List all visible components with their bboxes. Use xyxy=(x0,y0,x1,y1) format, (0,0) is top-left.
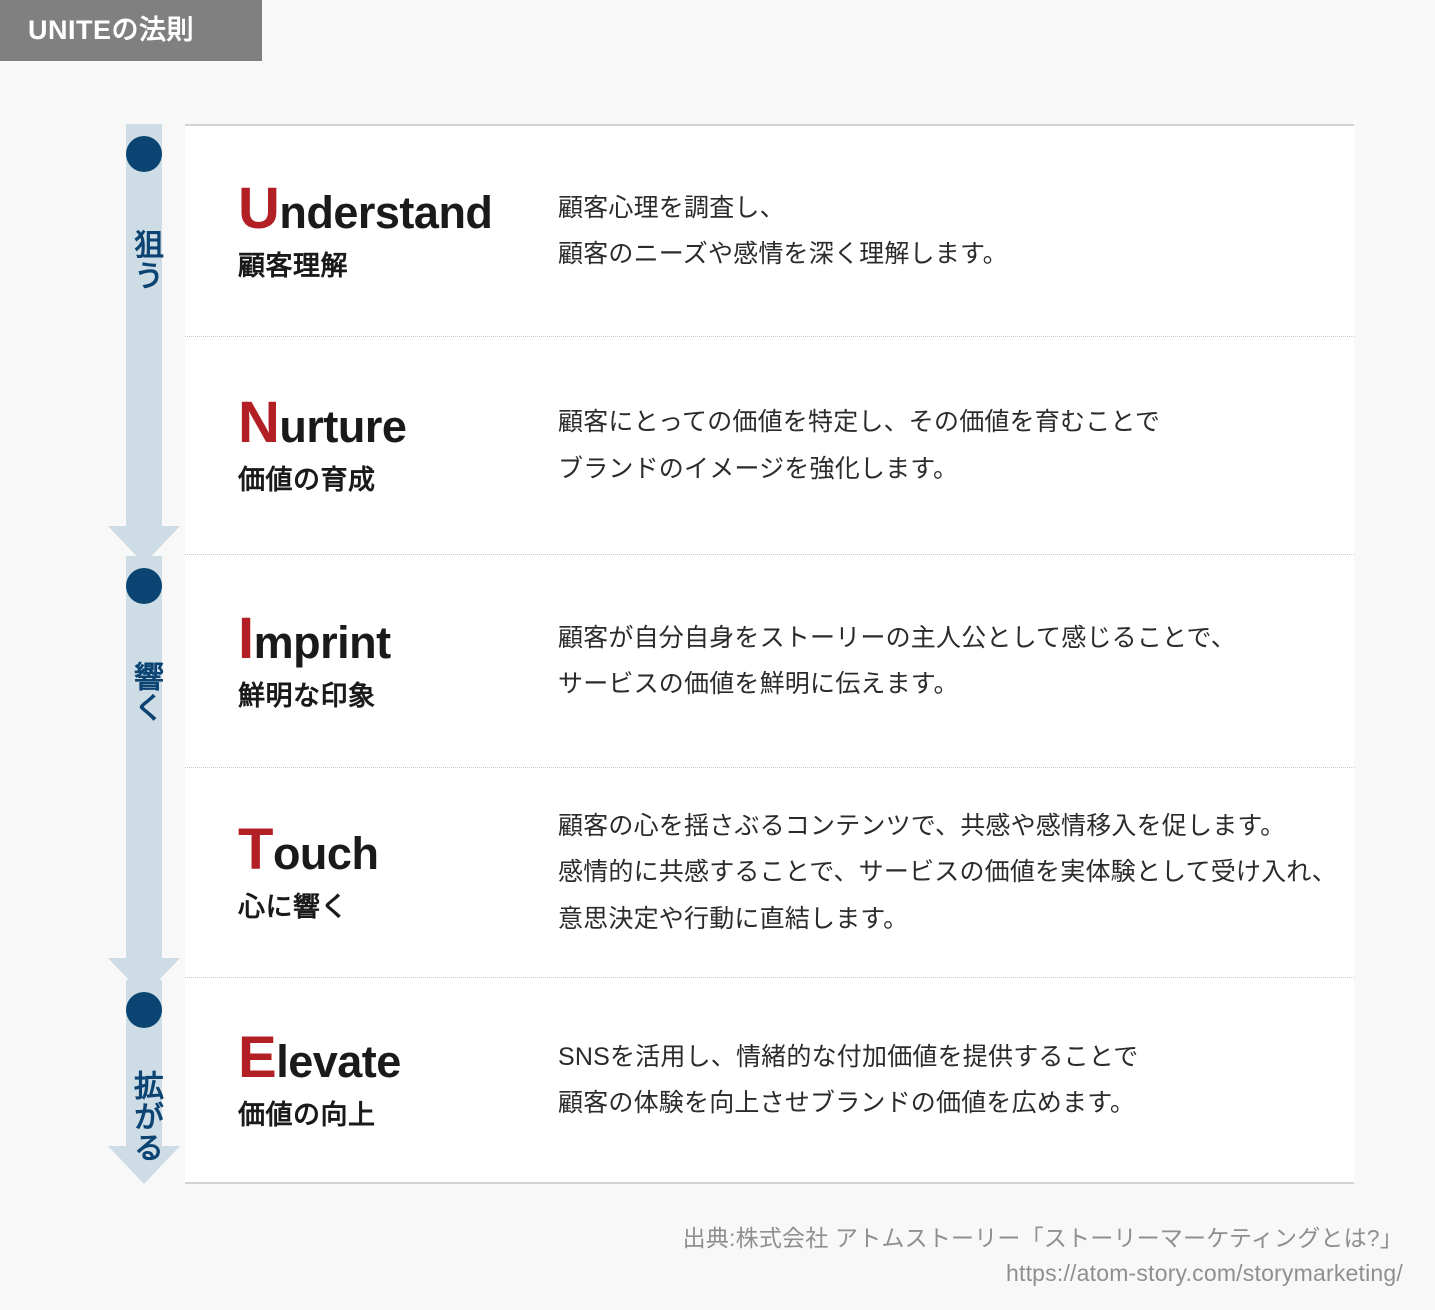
principle-term-rest: mprint xyxy=(253,616,392,668)
principle-term: Nurture 価値の育成 xyxy=(238,394,553,497)
description-line: 顧客心理を調査し、 xyxy=(558,193,785,222)
principle-initial-letter: E xyxy=(238,1024,277,1090)
principle-term-rest: nderstand xyxy=(279,186,493,238)
principle-term-ja: 価値の向上 xyxy=(238,1099,376,1130)
description-line: 感情的に共感することで、サービスの価値を実体験として受け入れ、 xyxy=(558,858,1337,887)
circle-marker-icon xyxy=(126,136,162,172)
principle-term-ja: 鮮明な印象 xyxy=(238,680,376,711)
principles-card: Understand 顧客理解 顧客心理を調査し、 顧客のニーズや感情を深く理解… xyxy=(185,124,1354,1184)
principle-term: Imprint 鮮明な印象 xyxy=(238,609,553,713)
principle-initial-letter: I xyxy=(238,605,254,671)
principle-row: Elevate 価値の向上 SNSを活用し、情緒的な付加価値を提供することで 顧… xyxy=(185,978,1354,1182)
principle-term-en: Imprint xyxy=(238,609,553,668)
description-line: ブランドのイメージを強化します。 xyxy=(558,454,959,483)
principle-term-en: Nurture xyxy=(238,394,553,452)
principle-description: 顧客の心を揺さぶるコンテンツで、共感や感情移入を促します。 感情的に共感すること… xyxy=(553,803,1354,942)
principle-row: Touch 心に響く 顧客の心を揺さぶるコンテンツで、共感や感情移入を促します。… xyxy=(185,768,1354,978)
arrow-shaft xyxy=(126,124,162,526)
principle-term: Understand 顧客理解 xyxy=(238,179,553,283)
principle-term-ja: 価値の育成 xyxy=(238,465,376,495)
principle-initial-letter: T xyxy=(238,817,273,882)
description-line: 顧客の心を揺さぶるコンテンツで、共感や感情移入を促します。 xyxy=(558,812,1286,841)
description-line: 顧客が自分自身をストーリーの主人公として感じることで、 xyxy=(558,623,1236,652)
principle-description: 顧客にとっての価値を特定し、その価値を育むことで ブランドのイメージを強化します… xyxy=(553,399,1354,492)
principle-description: 顧客が自分自身をストーリーの主人公として感じることで、 サービスの価値を鮮明に伝… xyxy=(553,615,1354,708)
circle-marker-icon xyxy=(126,992,162,1028)
principle-description: 顧客心理を調査し、 顧客のニーズや感情を深く理解します。 xyxy=(553,185,1354,278)
principle-row: Imprint 鮮明な印象 顧客が自分自身をストーリーの主人公として感じることで… xyxy=(185,555,1354,768)
principle-row: Understand 顧客理解 顧客心理を調査し、 顧客のニーズや感情を深く理解… xyxy=(185,126,1354,337)
description-line: 顧客の体験を向上させブランドの価値を広めます。 xyxy=(558,1089,1136,1117)
principle-row: Nurture 価値の育成 顧客にとっての価値を特定し、その価値を育むことで ブ… xyxy=(185,337,1354,555)
page-title: UNITEの法則 xyxy=(28,15,194,45)
principle-initial-letter: N xyxy=(238,390,280,455)
stage-arrow-2: 響く xyxy=(108,556,180,996)
principle-term-rest: urture xyxy=(279,401,407,452)
stage-arrow-1: 狙う xyxy=(108,124,180,564)
citation-source: 出典:株式会社 アトムストーリー「ストーリーマーケティングとは?」 xyxy=(682,1225,1403,1251)
stage-label-3: 拡がる xyxy=(129,1069,162,1163)
title-badge: UNITEの法則 xyxy=(0,0,262,61)
description-line: 顧客のニーズや感情を深く理解します。 xyxy=(558,240,1008,268)
circle-marker-icon xyxy=(126,568,162,604)
description-line: 顧客にとっての価値を特定し、その価値を育むことで xyxy=(558,408,1161,437)
description-line: サービスの価値を鮮明に伝えます。 xyxy=(558,670,959,698)
principle-term-en: Elevate xyxy=(238,1028,553,1087)
principle-term-en: Understand xyxy=(238,179,553,238)
stage-label-2: 響く xyxy=(129,661,162,723)
stage-arrow-rail: 狙う 響く 拡がる xyxy=(108,124,180,1184)
principle-term-ja: 顧客理解 xyxy=(238,250,348,281)
principle-term-ja: 心に響く xyxy=(238,892,348,922)
citation-url[interactable]: https://atom-story.com/storymarketing/ xyxy=(1005,1259,1403,1286)
description-line: 意思決定や行動に直結します。 xyxy=(558,904,909,933)
arrow-shaft xyxy=(126,556,162,958)
principle-term-rest: ouch xyxy=(272,828,379,879)
arrow-head-icon xyxy=(108,1146,180,1184)
principle-term: Touch 心に響く xyxy=(238,821,553,924)
principle-term: Elevate 価値の向上 xyxy=(238,1028,553,1132)
stage-label-1: 狙う xyxy=(129,229,162,291)
principle-initial-letter: U xyxy=(238,175,280,241)
principle-term-en: Touch xyxy=(238,821,553,879)
principle-term-rest: levate xyxy=(276,1035,401,1087)
stage-arrow-3: 拡がる xyxy=(108,980,180,1184)
principle-description: SNSを活用し、情緒的な付加価値を提供することで 顧客の体験を向上させブランドの… xyxy=(553,1034,1354,1127)
description-line: SNSを活用し、情緒的な付加価値を提供することで xyxy=(558,1042,1139,1071)
footer-citation: 出典:株式会社 アトムストーリー「ストーリーマーケティングとは?」 https:… xyxy=(683,1221,1403,1290)
